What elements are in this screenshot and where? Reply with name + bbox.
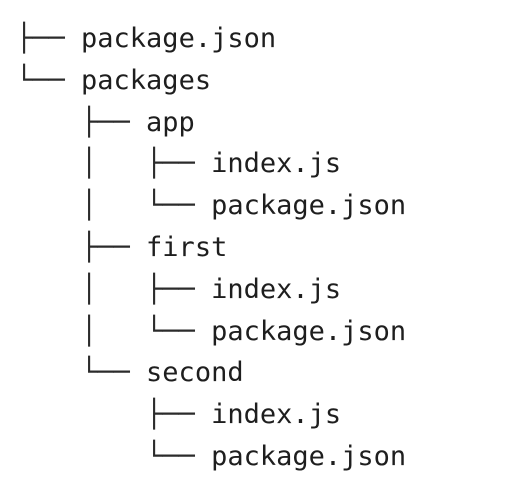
tree-line-app-package-json: │ └── package.json <box>16 185 406 227</box>
folder-name: app <box>146 106 195 138</box>
tree-line-app-folder: ├── app <box>16 102 406 144</box>
tree-line-first-index-js: │ ├── index.js <box>16 269 406 311</box>
tree-branch: └── <box>16 440 212 472</box>
tree-line-first-folder: ├── first <box>16 227 406 269</box>
folder-name: packages <box>81 64 212 96</box>
tree-line-app-index-js: │ ├── index.js <box>16 143 406 185</box>
folder-name: second <box>146 357 244 389</box>
file-name: index.js <box>211 273 342 305</box>
file-name: package.json <box>211 315 407 347</box>
tree-line-packages-folder: └── packages <box>16 60 406 102</box>
tree-branch: │ └── <box>16 315 212 347</box>
tree-branch: │ └── <box>16 190 212 222</box>
tree-branch: └── <box>16 357 147 389</box>
tree-line-first-package-json: │ └── package.json <box>16 311 406 353</box>
tree-line-second-folder: └── second <box>16 352 406 394</box>
file-name: package.json <box>211 190 407 222</box>
tree-branch: │ ├── <box>16 273 212 305</box>
tree-branch: ├── <box>16 106 147 138</box>
file-name: index.js <box>211 148 342 180</box>
file-name: package.json <box>211 440 407 472</box>
file-name: index.js <box>211 399 342 431</box>
tree-branch: ├── <box>16 399 212 431</box>
file-tree: ├── package.json └── packages ├── app │ … <box>16 18 406 478</box>
folder-name: first <box>146 231 228 263</box>
tree-branch: └── <box>16 64 82 96</box>
tree-line-second-package-json: └── package.json <box>16 436 406 478</box>
tree-branch: │ ├── <box>16 148 212 180</box>
tree-line-root-package-json: ├── package.json <box>16 18 406 60</box>
tree-line-second-index-js: ├── index.js <box>16 394 406 436</box>
file-name: package.json <box>81 23 277 54</box>
tree-branch: ├── <box>16 23 82 54</box>
tree-branch: ├── <box>16 231 147 263</box>
